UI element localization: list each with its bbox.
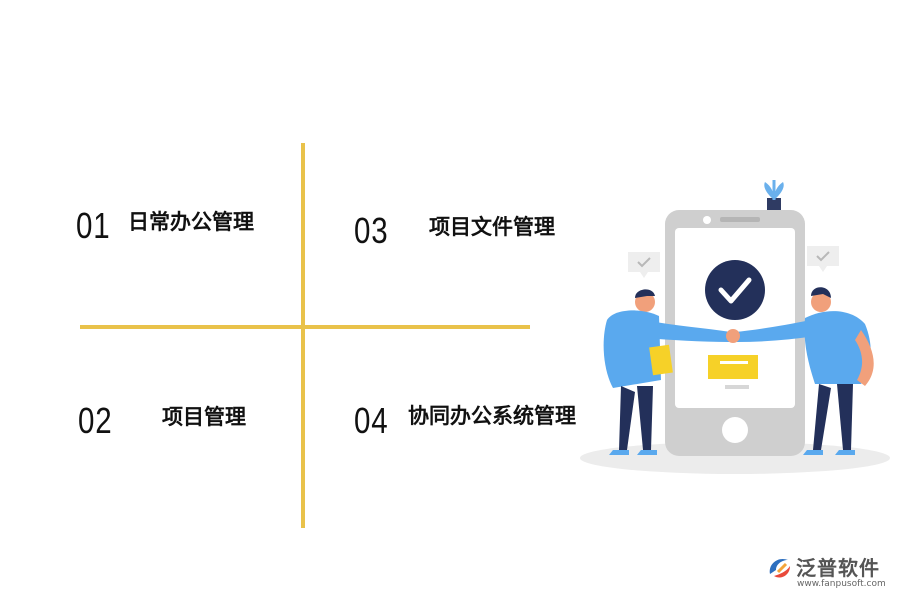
vertical-divider	[301, 143, 305, 528]
brand-name: 泛普软件	[796, 556, 880, 580]
item-number-02: 02	[78, 400, 113, 441]
fist-bump	[726, 329, 740, 343]
item-label-daily-office: 日常办公管理	[128, 210, 254, 234]
chat-bubble-icon	[628, 252, 660, 278]
item-number-04: 04	[354, 400, 389, 441]
check-icon	[718, 277, 752, 304]
person-left	[603, 289, 731, 455]
item-label-project: 项目管理	[162, 405, 246, 429]
brand-mark-icon	[769, 558, 790, 578]
item-label-project-files: 项目文件管理	[429, 215, 555, 239]
phone-home-button	[722, 417, 748, 443]
plant-icon	[764, 180, 784, 210]
item-number-01: 01	[76, 205, 111, 246]
horizontal-divider	[80, 325, 530, 329]
item-label-collaboration: 协同办公系统管理	[408, 404, 576, 428]
brand-logo-block: 泛普软件 www.fanpusoft.com	[766, 548, 896, 594]
brand-url: www.fanpusoft.com	[797, 579, 886, 589]
check-badge	[705, 260, 765, 320]
item-number-03: 03	[354, 210, 389, 251]
person-right	[735, 287, 874, 455]
note-card	[708, 355, 758, 379]
teamwork-illustration	[580, 180, 890, 474]
chat-bubble-icon	[807, 246, 839, 272]
